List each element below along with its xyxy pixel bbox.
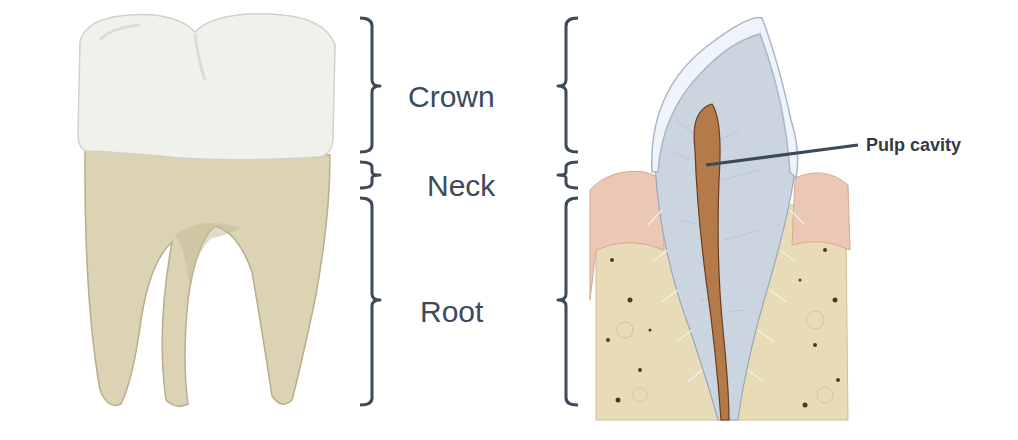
molar-root-shade <box>175 223 240 290</box>
enamel <box>652 18 798 178</box>
root-bracket <box>360 198 380 405</box>
root-bracket <box>558 198 578 405</box>
molar-crown <box>78 14 335 160</box>
leader-line <box>706 145 858 165</box>
tooth-cross-section <box>590 18 850 420</box>
gum-left <box>590 171 664 300</box>
molar-roots <box>85 150 330 406</box>
periodontal-fibres <box>648 210 804 382</box>
neck-bracket <box>360 162 380 188</box>
crown-bracket <box>558 18 578 152</box>
molar-figure <box>78 14 335 406</box>
callout-label: Pulp cavity <box>866 135 961 156</box>
gum-right <box>792 173 850 250</box>
bracket <box>558 18 578 405</box>
part-name: Root <box>420 295 483 330</box>
molar-crown-shade <box>100 25 205 80</box>
crown-bracket <box>360 18 380 152</box>
part-name: Neck <box>427 169 495 204</box>
bracket <box>360 18 380 405</box>
neck-bracket <box>558 162 578 188</box>
part-name: Crown <box>408 80 495 115</box>
